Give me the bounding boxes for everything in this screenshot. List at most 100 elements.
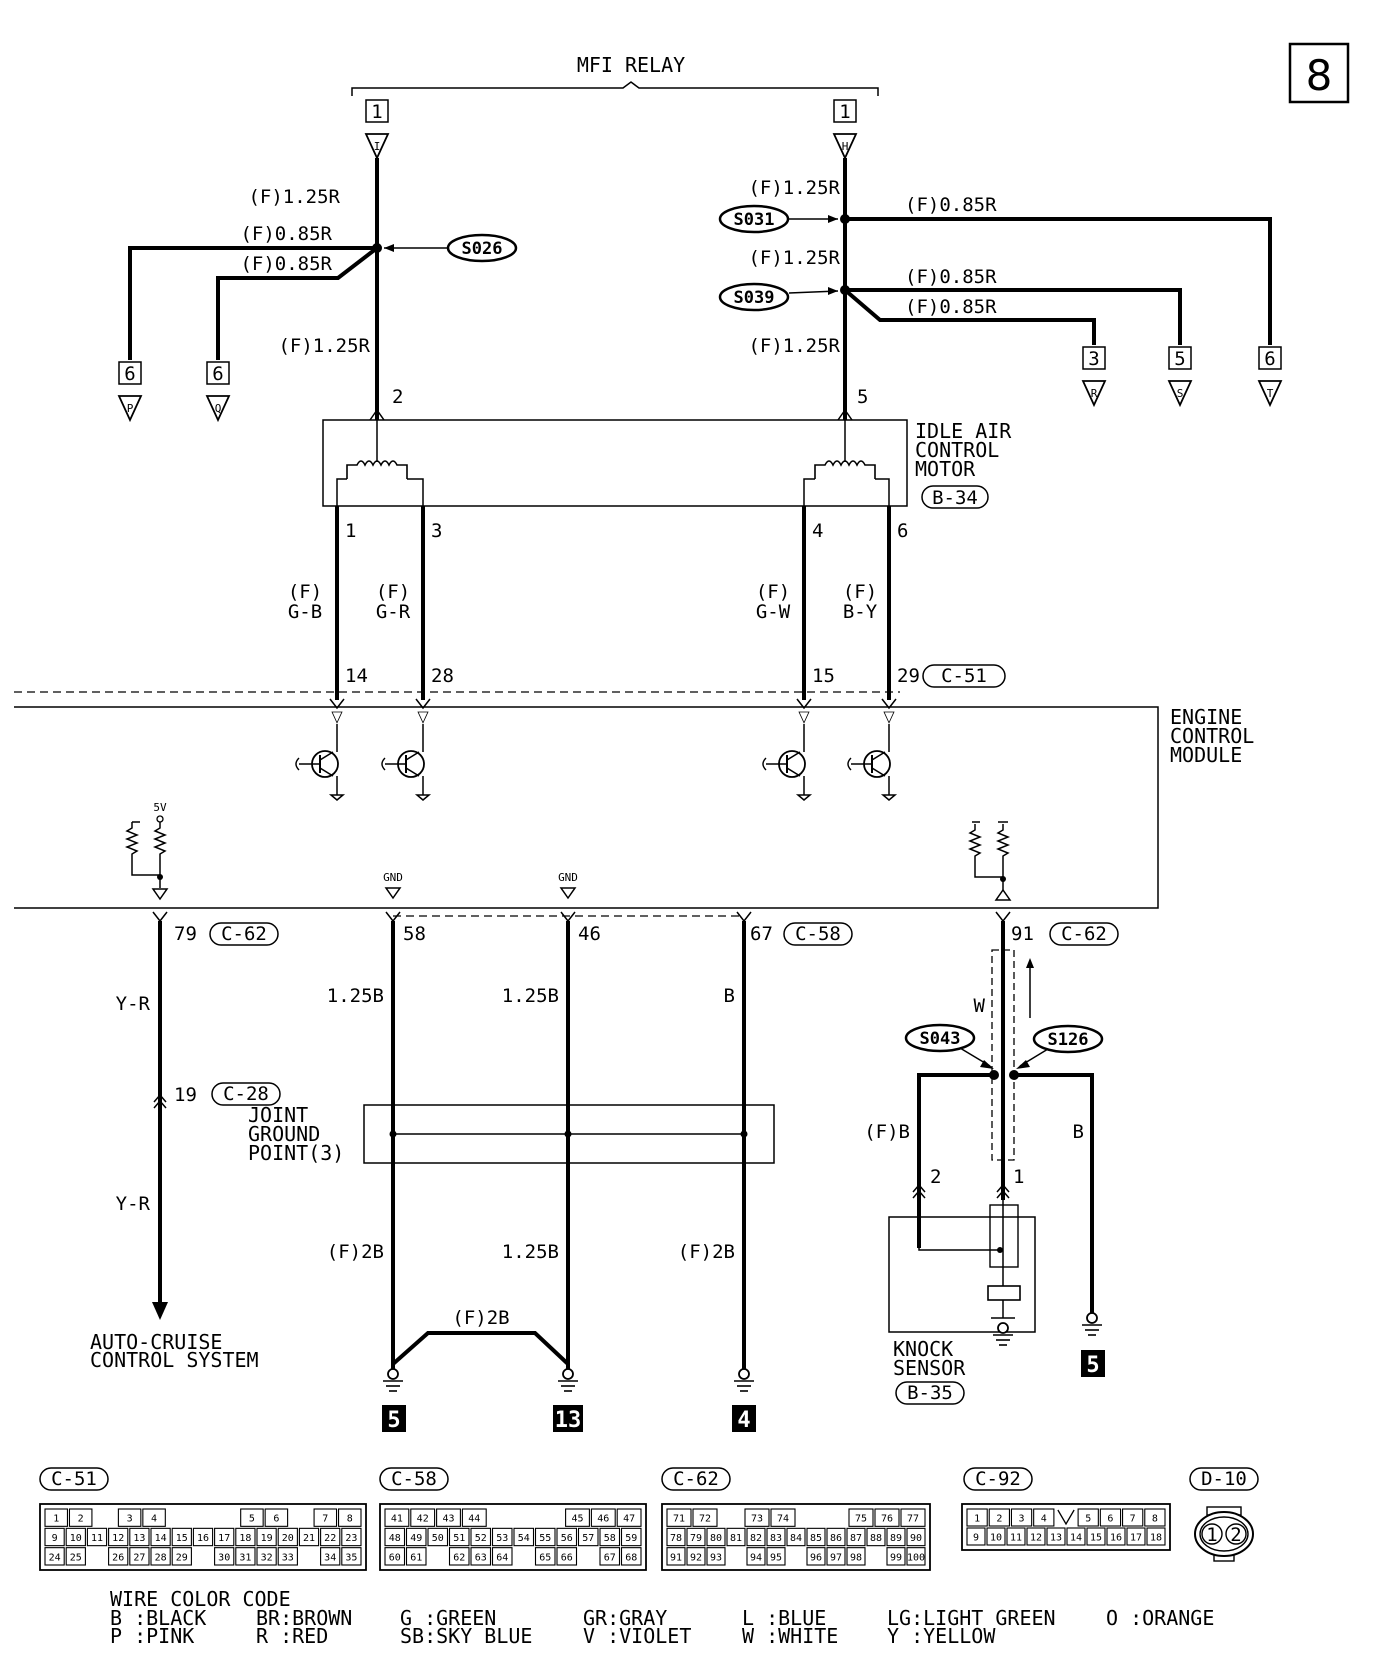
svg-text:(F)1.25R: (F)1.25R [248, 186, 340, 208]
relay-terminal-right: 1 H [833, 99, 857, 159]
svg-text:AUTO-CRUISE: AUTO-CRUISE [90, 1330, 222, 1354]
connector-cavity [1144, 1508, 1166, 1527]
connector-pin-number: 29 [176, 1552, 188, 1563]
svg-text:(F)0.85R: (F)0.85R [905, 266, 997, 288]
connector-b35: B-35 [907, 1382, 953, 1404]
svg-text:B: B [1073, 1121, 1084, 1143]
connector-pin-number: 98 [850, 1552, 862, 1563]
connector-pin-number: 5 [249, 1514, 255, 1525]
svg-text:POINT(3): POINT(3) [248, 1141, 344, 1165]
svg-text:46: 46 [578, 923, 601, 945]
connector-cavity [256, 1547, 277, 1566]
ground-point-5b: 5 [1086, 1353, 1099, 1378]
connector-pin-number: 2 [78, 1514, 84, 1525]
connector-cavity [410, 1508, 436, 1527]
connector-pin-number: 95 [770, 1552, 782, 1563]
svg-text:GROUND: GROUND [248, 1122, 320, 1146]
connector-cavity [686, 1547, 706, 1566]
connector-pin-number: 11 [91, 1533, 103, 1544]
svg-text:MODULE: MODULE [1170, 743, 1242, 767]
connector-cavity [1077, 1508, 1099, 1527]
connector-pin-number: 22 [324, 1533, 336, 1544]
svg-text:(F): (F) [376, 581, 410, 603]
connector-cavity [491, 1527, 513, 1547]
svg-text:MOTOR: MOTOR [915, 457, 976, 481]
connector-pin-number: 16 [197, 1533, 209, 1544]
ecm-bottom-pins: 79 C-62 58 46 67 C-58 91 C-62 [152, 911, 1119, 946]
connector-cavity [448, 1547, 470, 1566]
connector-cavity [337, 1508, 362, 1527]
connector-cavity [240, 1508, 264, 1527]
svg-text:B: B [724, 985, 735, 1007]
connector-cavity [620, 1547, 642, 1566]
splice-s026: S026 [462, 239, 503, 259]
svg-text:91: 91 [1011, 923, 1034, 945]
connector-pin-number: 9 [973, 1533, 979, 1544]
connector-cavity [848, 1508, 874, 1527]
ground-point-5a: 5 [387, 1408, 400, 1433]
connector-cavity [405, 1527, 427, 1547]
svg-text:5: 5 [857, 386, 868, 408]
svg-text:(F)0.85R: (F)0.85R [905, 194, 997, 216]
connector-pin-number: 54 [518, 1533, 530, 1544]
connector-cavity [1086, 1527, 1106, 1546]
svg-text:3: 3 [1088, 348, 1099, 370]
connector-pin-number: 47 [623, 1514, 635, 1525]
connector-q: Q [215, 402, 222, 415]
connector-pin-number: 6 [1107, 1514, 1113, 1525]
connector-cavity [384, 1547, 406, 1566]
connector-pin-number: 55 [539, 1533, 551, 1544]
svg-text:3: 3 [431, 520, 442, 542]
svg-text:BR:BROWN: BR:BROWN [256, 1606, 352, 1630]
svg-text:(F)0.85R: (F)0.85R [240, 253, 332, 275]
connector-pin-number: 11 [1010, 1533, 1022, 1544]
svg-text:B :BLACK: B :BLACK [110, 1606, 206, 1630]
right-power-net: (F)1.25R (F)1.25R (F)1.25R (F)0.85R (F)0… [718, 158, 1282, 420]
connector-pin-number: 78 [670, 1533, 682, 1544]
legend-title: WIRE COLOR CODE [110, 1587, 291, 1611]
connector-pin-number: 59 [625, 1533, 637, 1544]
connector-pin-number: 91 [670, 1552, 682, 1563]
svg-text:GR:GRAY: GR:GRAY [583, 1606, 667, 1630]
svg-text:(F)1.25R: (F)1.25R [748, 335, 840, 357]
svg-text:LG:LIGHT GREEN: LG:LIGHT GREEN [887, 1606, 1056, 1630]
connector-cavity [470, 1547, 492, 1566]
svg-text:Y :YELLOW: Y :YELLOW [887, 1624, 996, 1648]
connector-cavity [744, 1508, 770, 1527]
svg-text:1: 1 [839, 101, 850, 123]
svg-text:14: 14 [345, 665, 368, 687]
connector-cavity [534, 1547, 556, 1566]
connector-c62-label-b: C-62 [1061, 923, 1107, 945]
connector-pin-number: 68 [625, 1552, 637, 1563]
connector-pin-number: 10 [990, 1533, 1002, 1544]
connector-pin-number: 52 [475, 1533, 487, 1544]
connector-pin-number: 83 [770, 1533, 782, 1544]
connector-cavity [171, 1547, 192, 1566]
connector-pin-number: 86 [830, 1533, 842, 1544]
connector-pin-number: 15 [1090, 1533, 1102, 1544]
connector-pin-number: 46 [597, 1514, 609, 1525]
connector-pin-number: 17 [218, 1533, 230, 1544]
left-power-net: (F)1.25R (F)0.85R (F)0.85R (F)1.25R S026… [118, 158, 518, 421]
connector-pin-number: 26 [112, 1552, 124, 1563]
connector-c62-title: C-62 [673, 1468, 719, 1490]
connector-cavity [556, 1547, 578, 1566]
connector-pin-number: 12 [1030, 1533, 1042, 1544]
connector-cavity [1026, 1527, 1046, 1546]
connector-cavity [171, 1527, 192, 1547]
svg-text:1: 1 [345, 520, 356, 542]
connector-pin-number: 80 [710, 1533, 722, 1544]
connector-p: P [127, 402, 134, 415]
connector-cavity [590, 1508, 616, 1527]
connector-cavity [556, 1527, 578, 1547]
connector-pin-number: 77 [907, 1514, 919, 1525]
connector-pin-number: 90 [910, 1533, 922, 1544]
connector-pin-number: 82 [750, 1533, 762, 1544]
idle-air-control-motor: 2 5 IDLE AIR CONTROL MOTOR B-34 [322, 386, 1012, 509]
connector-pin-number: 13 [1050, 1533, 1062, 1544]
connector-d10-title: D-10 [1201, 1468, 1247, 1490]
connector-pin-number: 61 [410, 1552, 422, 1563]
connector-pin-number: 81 [730, 1533, 742, 1544]
connector-pin-number: 41 [391, 1514, 403, 1525]
